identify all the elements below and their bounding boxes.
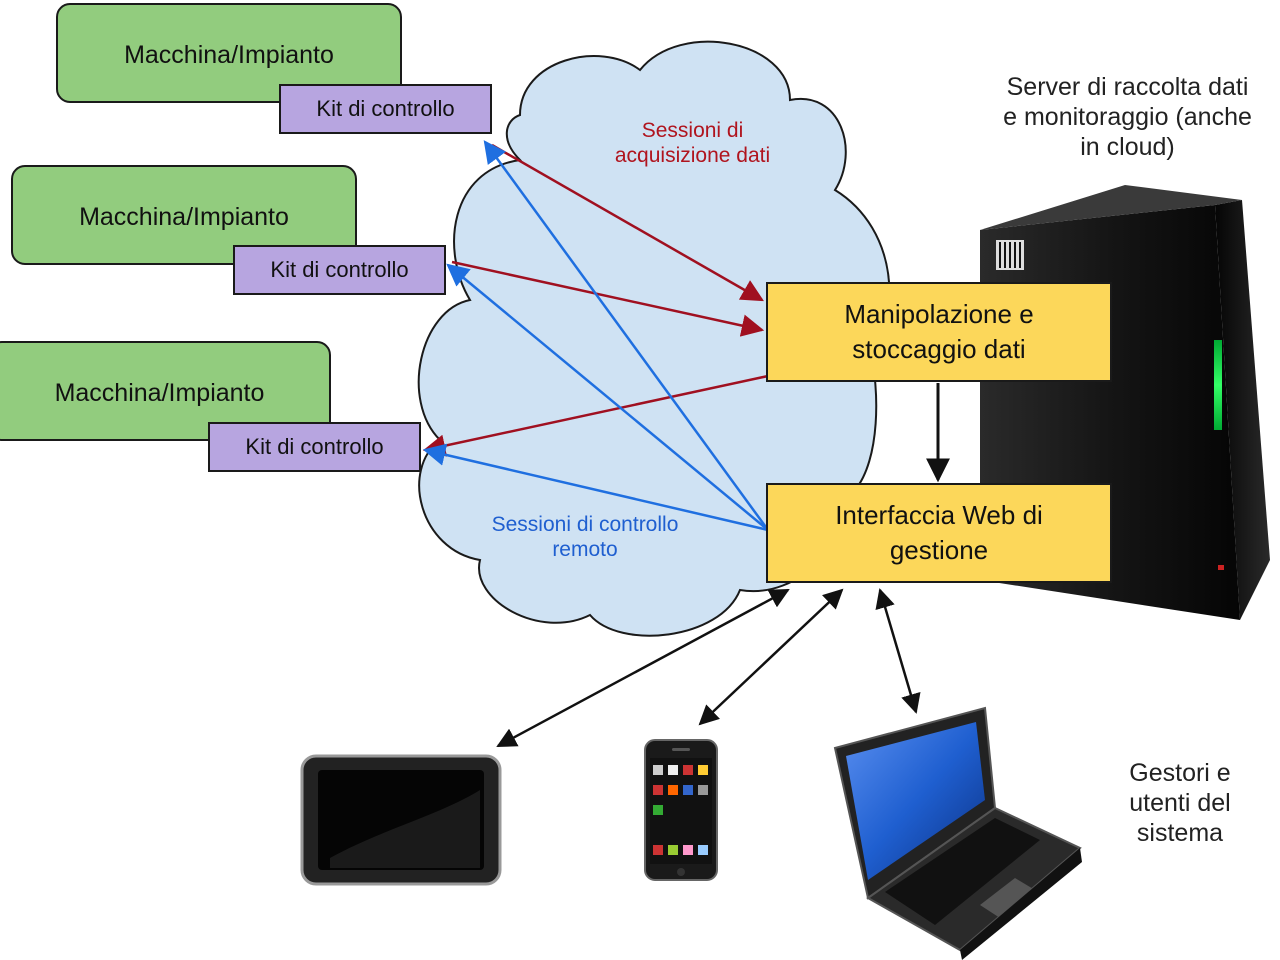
acquisition-sessions-label: Sessioni di acquisizione dati: [614, 119, 771, 168]
users-label: Gestori e utenti del sistema: [1129, 759, 1231, 847]
web-interface-box: Interfaccia Web di gestione: [766, 483, 1112, 583]
machine-label: Macchina/Impianto: [79, 203, 289, 231]
control-kit-label: Kit di controllo: [270, 257, 409, 282]
control-kit-box-2: Kit di controllo: [233, 245, 446, 295]
web-interface-label: Interfaccia Web di gestione: [835, 499, 1043, 565]
server-label: Server di raccolta dati e monitoraggio (…: [1003, 73, 1252, 161]
machine-label: Macchina/Impianto: [124, 41, 334, 69]
machine-label: Macchina/Impianto: [54, 379, 265, 407]
tablet-icon: [300, 754, 502, 886]
control-kit-box-1: Kit di controllo: [279, 84, 492, 134]
remote-control-arrows: [422, 140, 770, 532]
control-kit-box-3: Kit di controllo: [208, 422, 421, 472]
smartphone-icon: [644, 739, 718, 881]
user-access-arrows: [496, 383, 950, 748]
laptop-icon: [833, 706, 1082, 960]
acquisition-arrows: [422, 143, 769, 457]
control-kit-label: Kit di controllo: [245, 434, 384, 459]
storage-box-label: Manipolazione e stoccaggio dati: [844, 298, 1034, 364]
control-kit-label: Kit di controllo: [316, 96, 455, 121]
machine-box-3: Macchina/Impianto: [0, 341, 331, 441]
remote-sessions-label: Sessioni di controllo remoto: [491, 513, 679, 562]
storage-box: Manipolazione e stoccaggio dati: [766, 282, 1112, 382]
